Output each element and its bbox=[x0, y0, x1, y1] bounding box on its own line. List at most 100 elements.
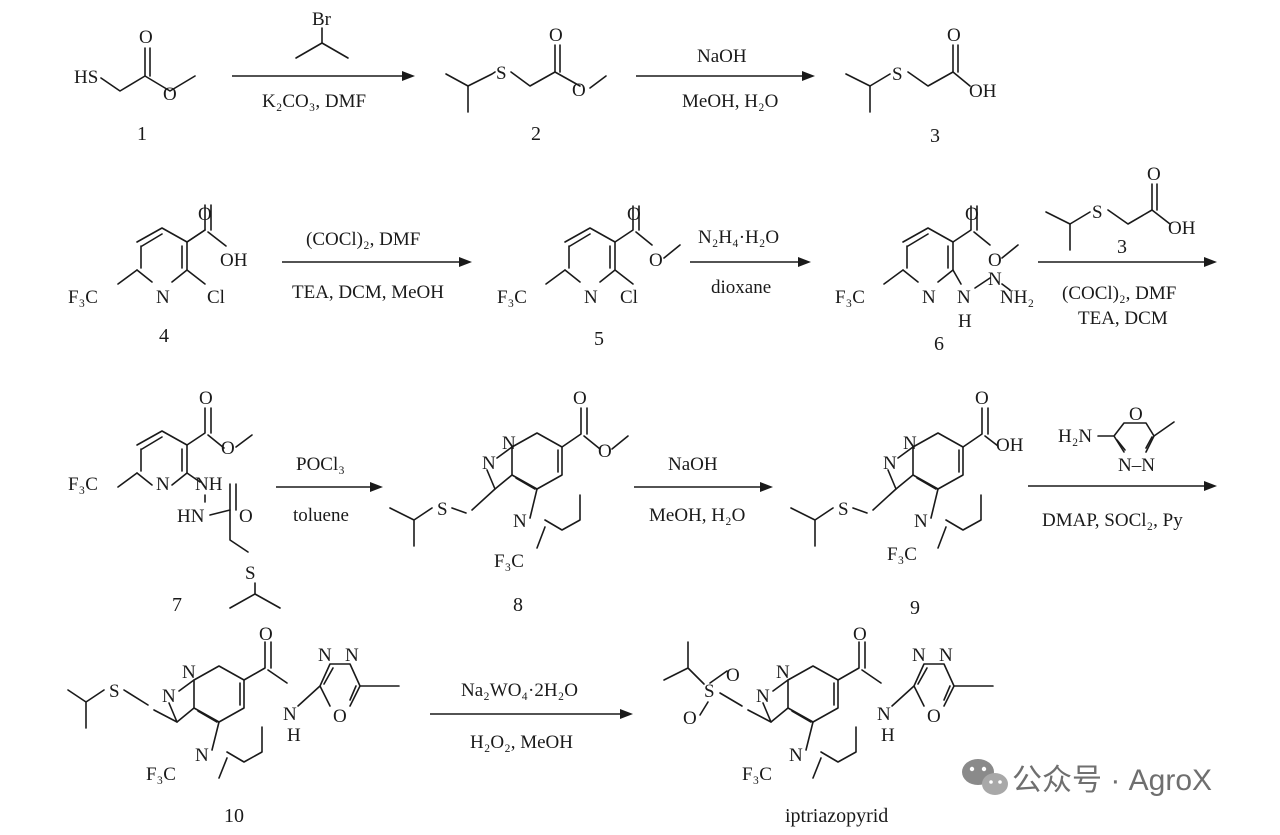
compound-number: 2 bbox=[531, 123, 541, 145]
atom-o: O bbox=[627, 204, 641, 225]
reaction-arrow-3: (COCl)₂, DMF TEA, DCM, MeOH bbox=[282, 229, 472, 303]
compound-number: 7 bbox=[172, 594, 182, 616]
atom-o: O bbox=[221, 438, 235, 459]
compound-number: 6 bbox=[934, 333, 944, 355]
compound-number: 1 bbox=[137, 123, 147, 145]
reaction-arrow-5: S O OH 3 (COCl)₂, DMF TEA, DCM bbox=[1038, 164, 1217, 329]
atom-o: O bbox=[649, 250, 663, 271]
condition-naoh: NaOH bbox=[697, 46, 747, 67]
atom-o: O bbox=[198, 204, 212, 225]
atom-f3c: F₃C bbox=[146, 764, 176, 785]
atom-nh2: NH₂ bbox=[1000, 287, 1034, 308]
atom-o: O bbox=[927, 706, 941, 727]
atom-f3c: F₃C bbox=[68, 287, 98, 308]
compound-8: N N N O O S F₃C 8 bbox=[389, 388, 629, 616]
condition-k2co3: K₂CO₃, DMF bbox=[262, 91, 366, 112]
atom-h: H bbox=[881, 725, 895, 746]
atom-n: N bbox=[318, 645, 332, 666]
atom-n: N bbox=[156, 474, 170, 495]
wechat-icon bbox=[962, 759, 1008, 795]
atom-n: N bbox=[883, 453, 897, 474]
watermark: 公众号 · AgroX bbox=[962, 759, 1212, 797]
atom-n: N bbox=[156, 287, 170, 308]
compound-number: 8 bbox=[513, 594, 523, 616]
atom-f3c: F₃C bbox=[494, 551, 524, 572]
atom-s: S bbox=[704, 681, 715, 702]
atom-f3c: F₃C bbox=[742, 764, 772, 785]
atom-oh: OH bbox=[1168, 218, 1196, 239]
atom-o: O bbox=[598, 441, 612, 462]
atom-n: N bbox=[914, 511, 928, 532]
compound-10: N N N O N H N N O S F₃C 10 bbox=[67, 624, 400, 827]
condition-pocl3: POCl₃ bbox=[296, 454, 345, 475]
condition-dmap: DMAP, SOCl₂, Py bbox=[1042, 510, 1183, 531]
reaction-arrow-4: N₂H₄·H₂O dioxane bbox=[690, 227, 811, 298]
atom-o: O bbox=[1129, 404, 1143, 425]
compound-1: HS O O 1 bbox=[74, 27, 196, 145]
condition-tea-dcm: TEA, DCM bbox=[1078, 308, 1168, 329]
atom-f3c: F₃C bbox=[887, 544, 917, 565]
atom-s: S bbox=[892, 64, 903, 85]
compound-number: 10 bbox=[224, 805, 244, 827]
atom-f3c: F₃C bbox=[68, 474, 98, 495]
reaction-arrow-8: H₂N O N–N DMAP, SOCl₂, Py bbox=[1028, 404, 1217, 531]
atom-o: O bbox=[549, 25, 563, 46]
atom-n: N bbox=[345, 645, 359, 666]
condition-n2h4: N₂H₄·H₂O bbox=[698, 227, 779, 248]
atom-n: N bbox=[513, 511, 527, 532]
compound-2: S O O 2 bbox=[445, 25, 607, 145]
reaction-arrow-7: NaOH MeOH, H₂O bbox=[634, 454, 773, 526]
compound-3: S O OH 3 bbox=[845, 25, 997, 147]
condition-na2wo4: Na₂WO₄·2H₂O bbox=[461, 680, 578, 701]
atom-n: N bbox=[756, 686, 770, 707]
atom-n: N bbox=[922, 287, 936, 308]
atom-n: N bbox=[776, 662, 790, 683]
reaction-arrow-2: NaOH MeOH, H₂O bbox=[636, 46, 815, 112]
atom-h: H bbox=[958, 311, 972, 332]
atom-s: S bbox=[496, 63, 507, 84]
condition-tea-dcm-meoh: TEA, DCM, MeOH bbox=[292, 282, 444, 303]
atom-f3c: F₃C bbox=[835, 287, 865, 308]
compound-4: N O OH Cl F₃C 4 bbox=[68, 204, 248, 347]
atom-n: N bbox=[988, 269, 1002, 290]
atom-cl: Cl bbox=[620, 287, 638, 308]
compound-number: 5 bbox=[594, 328, 604, 350]
atom-s: S bbox=[109, 681, 120, 702]
compound-iptriazopyrid: N N N O N H N N O S O O F₃C iptriazopyri… bbox=[663, 624, 994, 827]
atom-o: O bbox=[239, 506, 253, 527]
atom-oh: OH bbox=[220, 250, 248, 271]
atom-n: N bbox=[482, 453, 496, 474]
atom-o: O bbox=[683, 708, 697, 729]
condition-meoh-h2o: MeOH, H₂O bbox=[649, 505, 745, 526]
atom-hs: HS bbox=[74, 67, 98, 88]
atom-cl: Cl bbox=[207, 287, 225, 308]
atom-h: H bbox=[287, 725, 301, 746]
atom-nh: N bbox=[283, 704, 297, 725]
atom-o: O bbox=[947, 25, 961, 46]
atom-n: N bbox=[957, 287, 971, 308]
compound-name: iptriazopyrid bbox=[785, 805, 888, 827]
reagent-compound-3: 3 bbox=[1117, 236, 1127, 258]
atom-o: O bbox=[853, 624, 867, 645]
compound-9: N N N O OH S F₃C 9 bbox=[790, 388, 1024, 619]
atom-n: N bbox=[162, 686, 176, 707]
atom-n: N bbox=[939, 645, 953, 666]
atom-o: O bbox=[333, 706, 347, 727]
atom-n: N bbox=[877, 704, 891, 725]
condition-toluene: toluene bbox=[293, 505, 349, 526]
atom-o: O bbox=[572, 80, 586, 101]
atom-o: O bbox=[259, 624, 273, 645]
atom-br: Br bbox=[312, 9, 332, 30]
atom-o: O bbox=[139, 27, 153, 48]
compound-number: 4 bbox=[159, 325, 169, 347]
atom-hn: HN bbox=[177, 506, 205, 527]
atom-oh: OH bbox=[969, 81, 997, 102]
reaction-arrow-9: Na₂WO₄·2H₂O H₂O₂, MeOH bbox=[430, 680, 633, 753]
atom-n: N bbox=[502, 433, 516, 454]
compound-number: 9 bbox=[910, 597, 920, 619]
atom-n: N bbox=[584, 287, 598, 308]
atom-o: O bbox=[199, 388, 213, 409]
condition-cocl2-dmf: (COCl)₂, DMF bbox=[1062, 283, 1176, 304]
atom-n: N bbox=[182, 662, 196, 683]
